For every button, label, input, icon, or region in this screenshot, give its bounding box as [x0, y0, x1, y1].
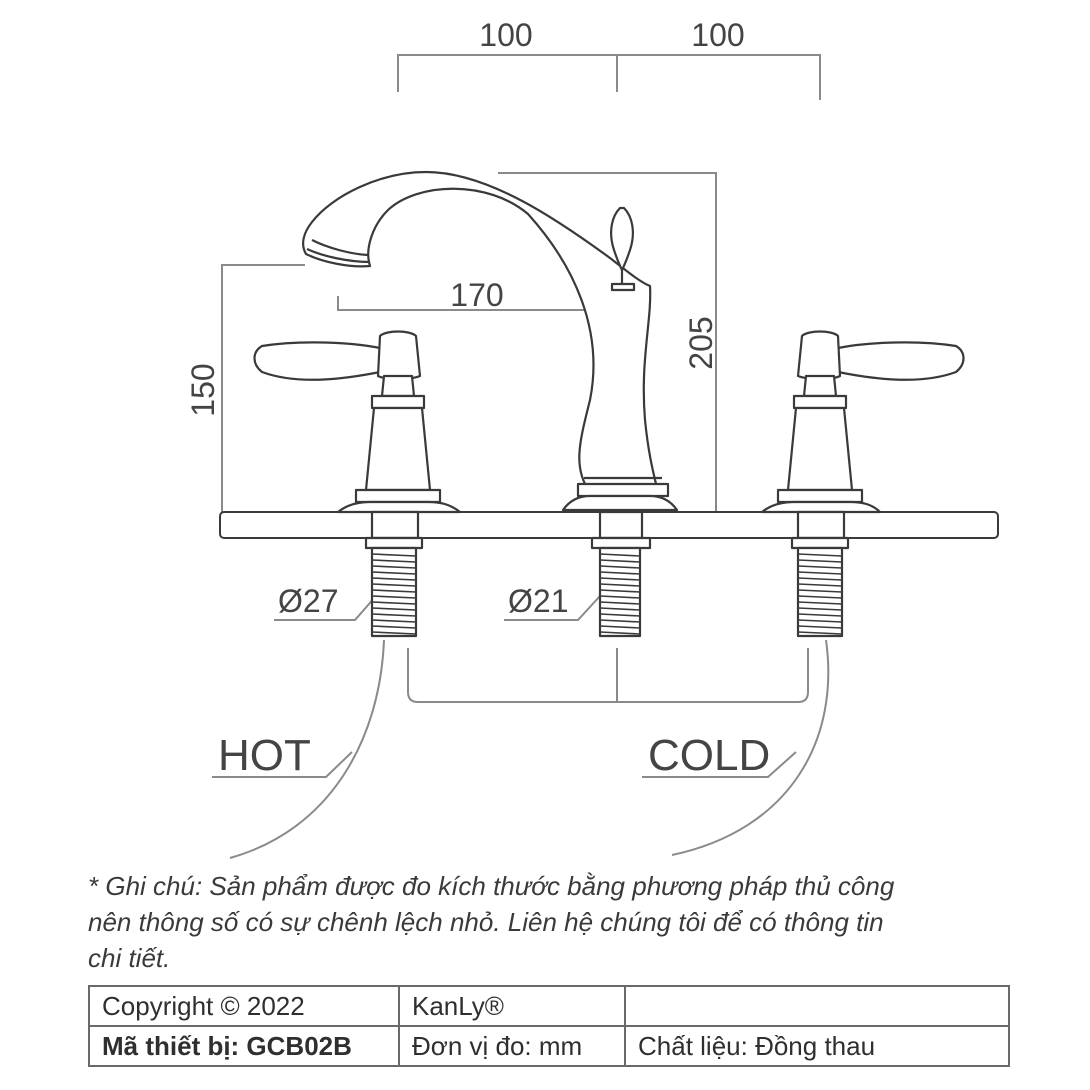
thread-line [371, 583, 417, 587]
faucet-technical-drawing: 100 100 170 205 150 Ø27 Ø21 HOT COLD [185, 17, 999, 859]
left-spacing-label: 100 [479, 17, 532, 53]
thread-hatching [371, 553, 843, 635]
thread-line [371, 565, 417, 569]
measurement-note: * Ghi chú: Sản phẩm được đo kích thước b… [88, 868, 1008, 976]
thread-line [797, 607, 843, 611]
thread-line [599, 565, 641, 569]
thread-line [797, 589, 843, 593]
bottom-spacing-dimension [407, 648, 809, 703]
small-thread-leader [504, 595, 601, 621]
total-height-dimension [498, 172, 717, 512]
dimension-lines [212, 54, 830, 859]
thread-line [371, 595, 417, 599]
cold-label: COLD [648, 731, 770, 780]
center-shank [590, 510, 652, 638]
thread-line [599, 559, 641, 563]
thread-line [371, 577, 417, 581]
hot-handle [253, 330, 462, 514]
thread-line [599, 601, 641, 605]
thread-line [599, 607, 641, 611]
info-row-1: Copyright © 2022 KanLy® [88, 985, 1010, 1027]
thread-line [599, 625, 641, 629]
info-row-2: Mã thiết bị: GCB02B Đơn vị đo: mm Chất l… [88, 1025, 1010, 1067]
thread-line [599, 613, 641, 617]
thread-line [797, 601, 843, 605]
thread-line [599, 589, 641, 593]
brand-cell: KanLy® [398, 985, 626, 1027]
thread-line [797, 571, 843, 575]
thread-line [797, 559, 843, 563]
thread-line [371, 607, 417, 611]
thread-line [797, 553, 843, 557]
thread-line [599, 583, 641, 587]
right-spacing-dimension [617, 54, 821, 100]
total-height-label: 205 [683, 316, 719, 369]
thread-line [797, 613, 843, 617]
thread-line [371, 571, 417, 575]
thread-line [371, 619, 417, 623]
thread-line [371, 553, 417, 557]
faucet-body [253, 170, 965, 638]
thread-line [797, 631, 843, 635]
note-line-2: nên thông số có sự chênh lệch nhỏ. Liên … [88, 907, 884, 937]
large-thread-diameter-label: Ø27 [278, 583, 338, 619]
thread-line [371, 631, 417, 635]
hot-label: HOT [218, 731, 311, 780]
model-cell: Mã thiết bị: GCB02B [88, 1025, 400, 1067]
spout-base [561, 494, 679, 512]
hot-hose-curve [229, 639, 385, 859]
hot-leader [212, 751, 353, 778]
right-spacing-label: 100 [691, 17, 744, 53]
unit-cell: Đơn vị đo: mm [398, 1025, 626, 1067]
cold-hose-curve [671, 639, 830, 856]
product-info-table: Copyright © 2022 KanLy® Mã thiết bị: GCB… [88, 985, 1010, 1067]
thread-line [371, 625, 417, 629]
thread-line [797, 619, 843, 623]
cold-handle [760, 330, 965, 514]
note-line-3: chi tiết. [88, 943, 171, 973]
thread-line [371, 601, 417, 605]
large-thread-leader [274, 595, 377, 621]
thread-line [371, 613, 417, 617]
empty-cell [624, 985, 1010, 1027]
thread-line [371, 559, 417, 563]
lift-rod-knob [610, 206, 634, 272]
small-thread-diameter-label: Ø21 [508, 583, 568, 619]
thread-line [599, 577, 641, 581]
thread-line [797, 595, 843, 599]
spout-reach-label: 170 [450, 277, 503, 313]
note-line-1: * Ghi chú: Sản phẩm được đo kích thước b… [88, 871, 895, 901]
thread-line [599, 619, 641, 623]
thread-line [599, 571, 641, 575]
cold-leader [642, 751, 797, 778]
spout-height-dimension [221, 264, 305, 512]
copyright-cell: Copyright © 2022 [88, 985, 400, 1027]
left-spacing-dimension [397, 54, 618, 92]
spout-height-label: 150 [185, 363, 221, 416]
thread-line [599, 631, 641, 635]
material-cell: Chất liệu: Đồng thau [624, 1025, 1010, 1067]
thread-line [599, 595, 641, 599]
thread-line [599, 553, 641, 557]
thread-line [797, 583, 843, 587]
thread-line [797, 577, 843, 581]
thread-line [797, 625, 843, 629]
thread-line [371, 589, 417, 593]
spout [302, 170, 660, 494]
thread-line [797, 565, 843, 569]
